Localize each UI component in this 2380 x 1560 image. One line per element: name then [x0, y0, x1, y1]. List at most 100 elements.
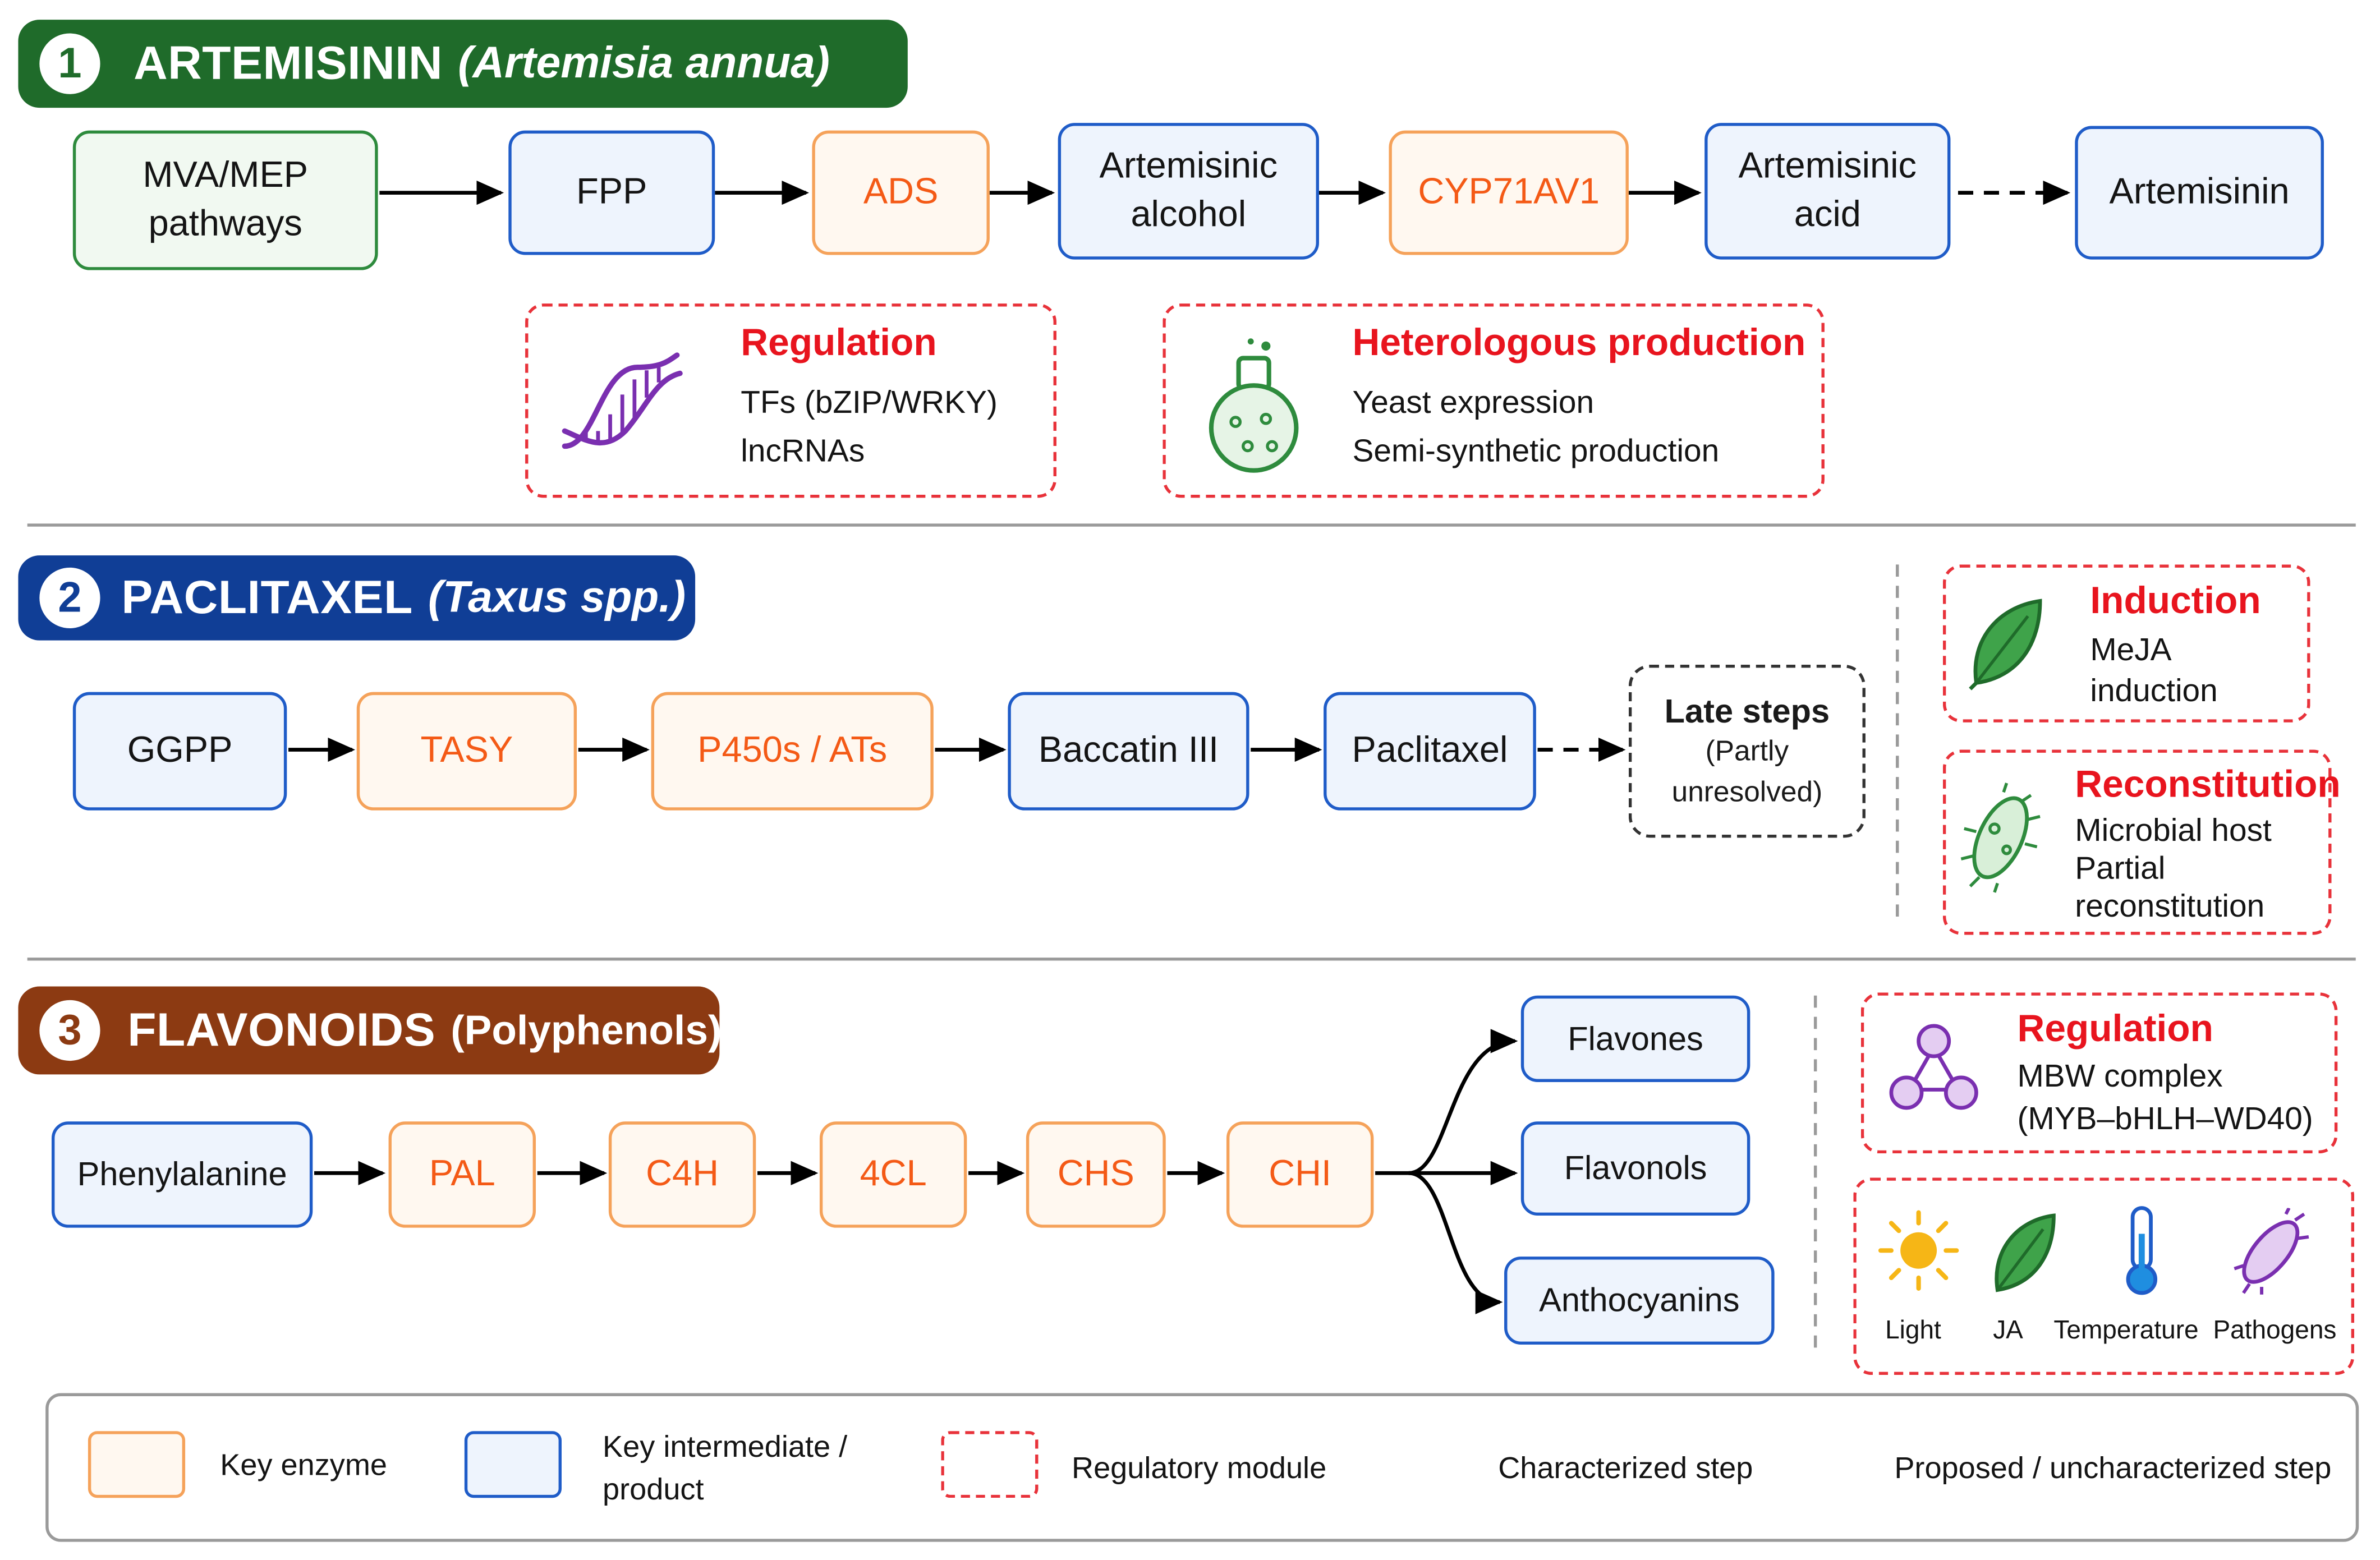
regulation-title: Regulation [741, 321, 937, 365]
node-label: Late steps [1664, 691, 1830, 730]
node-pal: PAL [388, 1121, 536, 1228]
node-label: GGPP [127, 729, 233, 771]
factor-label-pathogens: Pathogens [2213, 1315, 2337, 1345]
factor-label-temperature: Temperature [2053, 1315, 2199, 1345]
node-label: Anthocyanins [1539, 1281, 1740, 1319]
thermometer-icon [2126, 1206, 2158, 1295]
node-label: ADS [863, 171, 939, 213]
section-subtitle: (Taxus spp.) [428, 573, 686, 622]
node-label: 4CL [860, 1153, 927, 1194]
node-flavones: Flavones [1520, 995, 1750, 1082]
node-label: CHS [1057, 1153, 1134, 1194]
node-chs: CHS [1026, 1121, 1166, 1228]
node-label: acid [1794, 194, 1861, 236]
node-fpp: FPP [508, 130, 715, 255]
heterologous-line: Yeast expression [1352, 385, 1595, 421]
pathogen-icon [2234, 1208, 2309, 1295]
node-4cl: 4CL [819, 1121, 967, 1228]
reconstitution-line: Microbial host [2075, 813, 2272, 849]
node-ggpp: GGPP [72, 692, 287, 811]
network-icon [1889, 1024, 1978, 1110]
node-label: P450s / ATs [697, 729, 888, 771]
node-label: (Partly [1705, 736, 1789, 769]
regulation-module-artemisinin [525, 303, 1056, 498]
node-mva-mep: MVA/MEP pathways [72, 130, 378, 270]
regulation-line: MBW complex [2017, 1059, 2223, 1094]
induction-line: induction [2090, 674, 2218, 709]
section-number: 2 [39, 567, 100, 629]
node-chi: CHI [1226, 1121, 1374, 1228]
node-label: Artemisinic [1099, 145, 1278, 186]
leaf-icon [1969, 599, 2042, 691]
legend-swatch-intermediate [464, 1431, 562, 1498]
section-banner-paclitaxel: 2 PACLITAXEL (Taxus spp.) [18, 555, 696, 641]
section-subtitle: (Polyphenols) [451, 1007, 722, 1053]
microbe-icon [1960, 783, 2041, 893]
reconstitution-line: Partial [2075, 851, 2166, 886]
factor-label-ja: JA [1993, 1315, 2023, 1345]
node-label: Paclitaxel [1352, 729, 1508, 771]
legend-label-proposed: Proposed / uncharacterized step [1894, 1452, 2332, 1486]
node-label: CYP71AV1 [1418, 171, 1600, 213]
node-label: unresolved) [1671, 776, 1823, 809]
section-title: PACLITAXEL [121, 570, 413, 624]
regulation-line: (MYB–bHLH–WD40) [2017, 1102, 2313, 1137]
node-label: Baccatin III [1038, 729, 1219, 771]
factor-label-light: Light [1885, 1315, 1941, 1345]
node-label: Artemisinic [1738, 145, 1917, 186]
legend-line: Key intermediate / [603, 1431, 848, 1465]
induction-line: MeJA [2090, 633, 2172, 668]
node-phenylalanine: Phenylalanine [51, 1121, 313, 1228]
legend [45, 1393, 2359, 1542]
branch-arrow-flavones [1375, 1029, 1518, 1175]
legend-label-characterized: Characterized step [1498, 1452, 1753, 1486]
legend-label-regulatory: Regulatory module [1072, 1452, 1327, 1486]
node-anthocyanins: Anthocyanins [1504, 1257, 1775, 1345]
sun-icon [1878, 1210, 1959, 1291]
ja-leaf-icon [1995, 1213, 2056, 1292]
legend-swatch-regulatory [941, 1431, 1039, 1498]
branch-arrow-anthocyanins [1408, 1171, 1503, 1314]
node-paclitaxel: Paclitaxel [1324, 692, 1536, 811]
node-label: TASY [420, 729, 513, 771]
section-banner-artemisinin: 1 ARTEMISININ (Artemisia annua) [18, 20, 908, 108]
node-label: alcohol [1131, 194, 1247, 236]
node-label: Phenylalanine [77, 1155, 287, 1193]
node-p450s-ats: P450s / ATs [651, 692, 934, 811]
node-label: Artemisinin [2109, 171, 2290, 213]
regulation-line: lncRNAs [741, 434, 865, 469]
node-label: FPP [576, 171, 647, 213]
regulation-line: TFs (bZIP/WRKY) [741, 385, 998, 421]
node-flavonols: Flavonols [1520, 1121, 1750, 1216]
legend-line: product [603, 1473, 704, 1507]
node-artemisinic-alcohol: Artemisinic alcohol [1058, 123, 1319, 260]
reconstitution-line: reconstitution [2075, 889, 2265, 924]
legend-label-intermediate: Key intermediate / product [603, 1426, 847, 1512]
legend-label-enzyme: Key enzyme [220, 1449, 388, 1483]
node-late-steps: Late steps (Partly unresolved) [1628, 664, 1866, 838]
heterologous-title: Heterologous production [1352, 321, 1806, 365]
section-subtitle: (Artemisia annua) [458, 38, 830, 88]
heterologous-line: Semi-synthetic production [1352, 434, 1720, 469]
node-baccatin-iii: Baccatin III [1008, 692, 1249, 811]
section-title: ARTEMISININ [134, 36, 443, 90]
section-number: 1 [39, 33, 100, 94]
section-title: FLAVONOIDS [127, 1003, 436, 1056]
node-artemisinic-acid: Artemisinic acid [1704, 123, 1951, 260]
section-banner-flavonoids: 3 FLAVONOIDS (Polyphenols) [18, 986, 722, 1075]
node-label: PAL [429, 1153, 495, 1194]
node-label: CHI [1269, 1153, 1332, 1194]
legend-swatch-enzyme [88, 1431, 186, 1498]
node-label: Flavonols [1564, 1149, 1707, 1188]
flask-icon [1209, 338, 1299, 473]
node-c4h: C4H [608, 1121, 756, 1228]
node-label: C4H [646, 1153, 719, 1194]
node-tasy: TASY [356, 692, 577, 811]
node-label: Flavones [1568, 1019, 1703, 1057]
regulation-module-flavonoids [1860, 992, 2338, 1154]
section-number: 3 [39, 1000, 100, 1061]
reconstitution-title: Reconstitution [2075, 763, 2341, 806]
dna-icon [562, 352, 683, 449]
